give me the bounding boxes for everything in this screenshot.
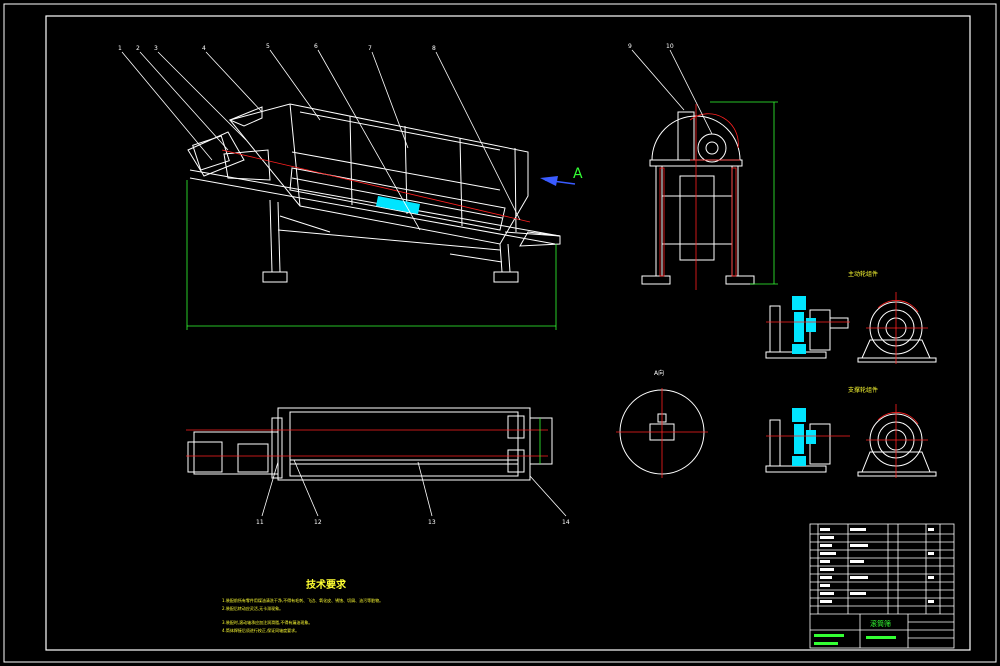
callout-10: 10 [666, 43, 674, 50]
callout-4: 4 [202, 45, 206, 52]
view-a-label: A [573, 166, 583, 182]
technical-requirements: 技术要求 1.装配前所有零件用煤油清洗干净,不得有毛刺、飞边、氧化皮、锈蚀、切屑… [222, 578, 383, 633]
tech-line-4: 4.筒体焊接后须进行校正,保证同轴度要求。 [222, 627, 299, 633]
title-block-green-marks [814, 634, 896, 645]
callout-leaders-top [121, 49, 521, 231]
drawing-frame [3, 3, 997, 663]
callout-14: 14 [562, 519, 570, 526]
callout-3: 3 [154, 45, 158, 52]
view-a-arrow: A [540, 166, 583, 186]
callout-13: 13 [428, 519, 436, 526]
detail-title-1: 主动轮组件 [848, 270, 878, 278]
tech-line-1: 1.装配前所有零件用煤油清洗干净,不得有毛刺、飞边、氧化皮、锈蚀、切屑、油污等脏… [222, 597, 383, 603]
callout-6: 6 [314, 43, 318, 50]
callout-numbers-right: 9 10 [628, 43, 674, 50]
callout-9: 9 [628, 43, 632, 50]
callout-1: 1 [118, 45, 122, 52]
callout-8: 8 [432, 45, 436, 52]
bom-text-marks [820, 528, 934, 603]
callout-leaders-right [631, 49, 713, 135]
plan-view [187, 407, 553, 481]
callout-2: 2 [136, 45, 140, 52]
title-block-name: 滚筒筛 [870, 619, 891, 628]
title-block [809, 523, 955, 649]
callout-11: 11 [256, 519, 264, 526]
view-a-section: A向 [616, 369, 708, 478]
view-a-title: A向 [654, 369, 664, 377]
tech-line-2: 2.装配后转动应灵活,无卡滞现象。 [222, 605, 283, 611]
plan-view-red-lines [186, 429, 548, 457]
end-view-dimension [710, 101, 778, 285]
callout-7: 7 [368, 45, 372, 52]
callout-12: 12 [314, 519, 322, 526]
main-side-view [187, 103, 561, 283]
detail-support-wheel: 支撑轮组件 [765, 386, 937, 478]
tech-title: 技术要求 [306, 578, 347, 591]
callout-numbers-top: 1 2 3 4 5 6 7 8 [118, 43, 436, 52]
callout-5: 5 [266, 43, 270, 50]
detail-driving-wheel: 主动轮组件 [765, 270, 937, 364]
end-view-red-details [659, 104, 740, 290]
screen-mesh-highlight [376, 196, 420, 214]
detail-title-2: 支撑轮组件 [848, 386, 878, 394]
callout-leaders-bottom [261, 459, 567, 517]
tech-line-3: 3.装配时,滚动轴承应加注润滑脂,不得有漏油现象。 [222, 619, 312, 625]
main-view-dimension [186, 180, 557, 330]
callout-numbers-bottom: 11 12 13 14 [256, 519, 570, 526]
main-view-centerline [221, 149, 531, 223]
